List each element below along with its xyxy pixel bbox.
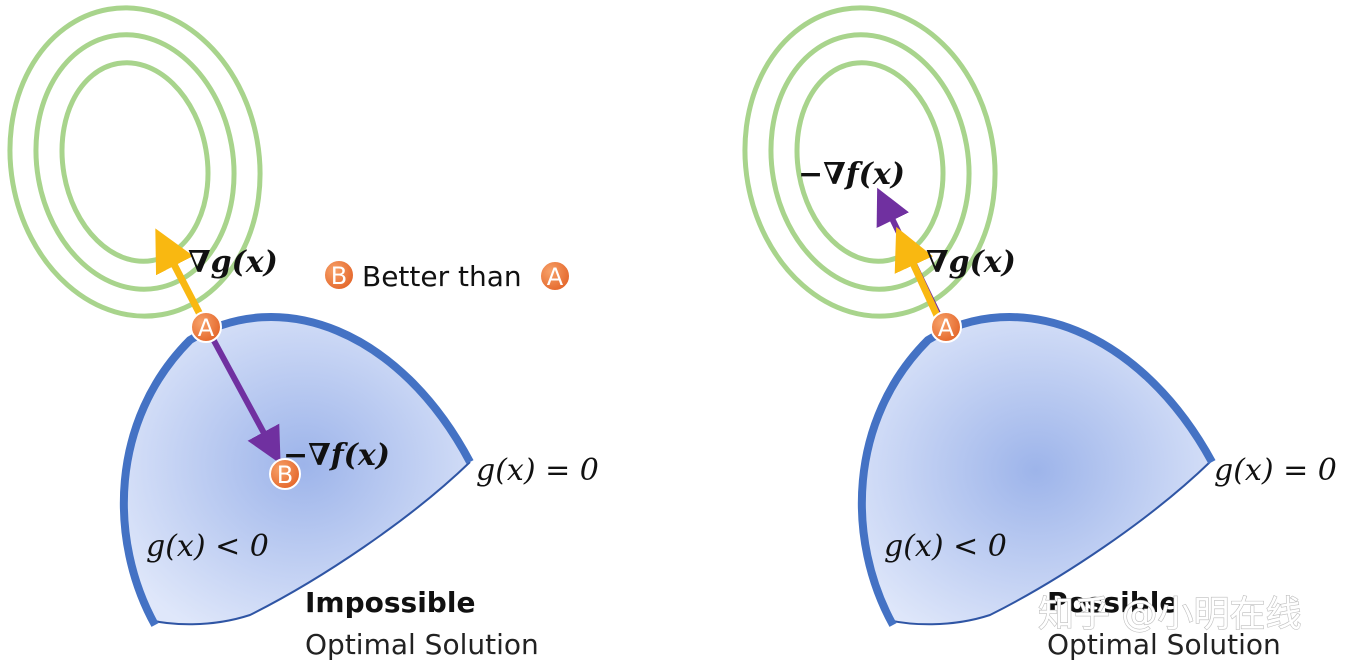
- left-contour-inner: [59, 60, 211, 264]
- right-contour-middle: [768, 32, 972, 292]
- right-panel: A −∇f(x) ∇g(x) g(x) = 0 g(x) < 0 Possibl…: [742, 5, 1337, 661]
- right-grad-g-arrow: [894, 226, 944, 324]
- right-contour-outer: [742, 5, 998, 319]
- watermark: 知乎 @小明在线: [1038, 594, 1301, 635]
- right-constraint-boundary: [857, 313, 1216, 627]
- left-point-b: B: [269, 458, 301, 490]
- left-point-a: A: [190, 311, 222, 343]
- note-badge-b: [323, 259, 355, 291]
- svg-text:A: A: [198, 314, 215, 342]
- left-contour-middle: [33, 32, 237, 292]
- right-boundary-label: g(x) = 0: [1214, 453, 1337, 488]
- svg-text:B: B: [331, 262, 347, 290]
- left-caption-title: Impossible: [305, 586, 475, 619]
- left-interior-label: g(x) < 0: [146, 529, 269, 564]
- left-neg-grad-f-label: −∇f(x): [283, 438, 390, 473]
- svg-text:B: B: [277, 461, 293, 489]
- right-neg-grad-f-label: −∇f(x): [798, 157, 905, 192]
- left-boundary-label: g(x) = 0: [476, 453, 599, 488]
- left-grad-g-label: ∇g(x): [188, 245, 278, 280]
- note-text: Better than: [362, 260, 522, 293]
- right-contour-inner: [794, 60, 946, 264]
- right-grad-g-label: ∇g(x): [926, 245, 1016, 280]
- svg-text:A: A: [547, 263, 564, 291]
- right-caption-subtitle: Optimal Solution: [1047, 628, 1281, 661]
- right-interior-label: g(x) < 0: [884, 529, 1007, 564]
- svg-text:A: A: [938, 314, 955, 342]
- left-contours: [7, 5, 263, 319]
- left-neg-grad-f-arrow: [203, 324, 281, 464]
- note-badge-a: [539, 260, 571, 292]
- right-contours: [742, 5, 998, 319]
- right-lower-edge: [887, 461, 1211, 626]
- right-point-a: A: [930, 311, 962, 343]
- left-contour-outer: [7, 5, 263, 319]
- left-comparison-note: B Better than A: [323, 259, 571, 293]
- left-constraint-boundary: [119, 313, 474, 627]
- left-caption-subtitle: Optimal Solution: [305, 628, 539, 661]
- right-feasible-region: [861, 317, 1210, 625]
- right-caption-title: Possible: [1047, 586, 1178, 619]
- left-panel: A B ∇g(x) −∇f(x) g(x) = 0 g(x) < 0 B Bet…: [7, 5, 599, 661]
- left-lower-edge: [149, 461, 471, 626]
